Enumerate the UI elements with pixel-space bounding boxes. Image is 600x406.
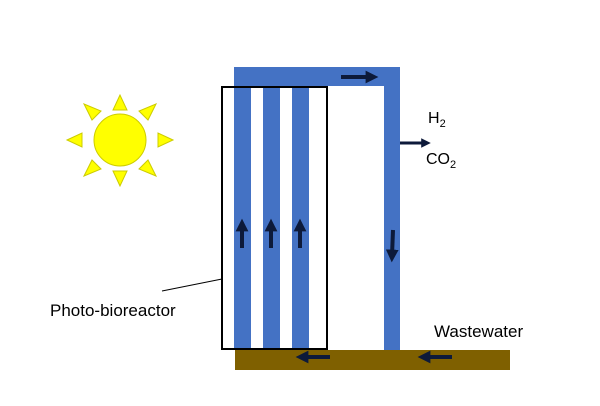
reactor-tube-3: [292, 86, 309, 350]
wastewater-label: Wastewater: [434, 322, 523, 341]
photobioreactor-label: Photo-bioreactor: [50, 301, 176, 320]
top-header-pipe: [234, 67, 400, 86]
h2-label: H2: [428, 110, 446, 130]
return-pipe: [384, 86, 400, 350]
co2-subscript: 2: [450, 159, 456, 171]
photobioreactor-outline: [221, 86, 328, 350]
sun-icon: [65, 93, 175, 188]
arrow-icon: [385, 229, 399, 263]
h2-base: H: [428, 110, 440, 127]
photobioreactor-pointer: [161, 278, 223, 292]
co2-base: CO: [426, 151, 450, 168]
co2-label: CO2: [426, 151, 456, 171]
h2-subscript: 2: [440, 118, 446, 130]
wastewater-tank: [235, 350, 510, 370]
reactor-tube-2: [263, 86, 280, 350]
reactor-tube-1: [234, 86, 251, 350]
